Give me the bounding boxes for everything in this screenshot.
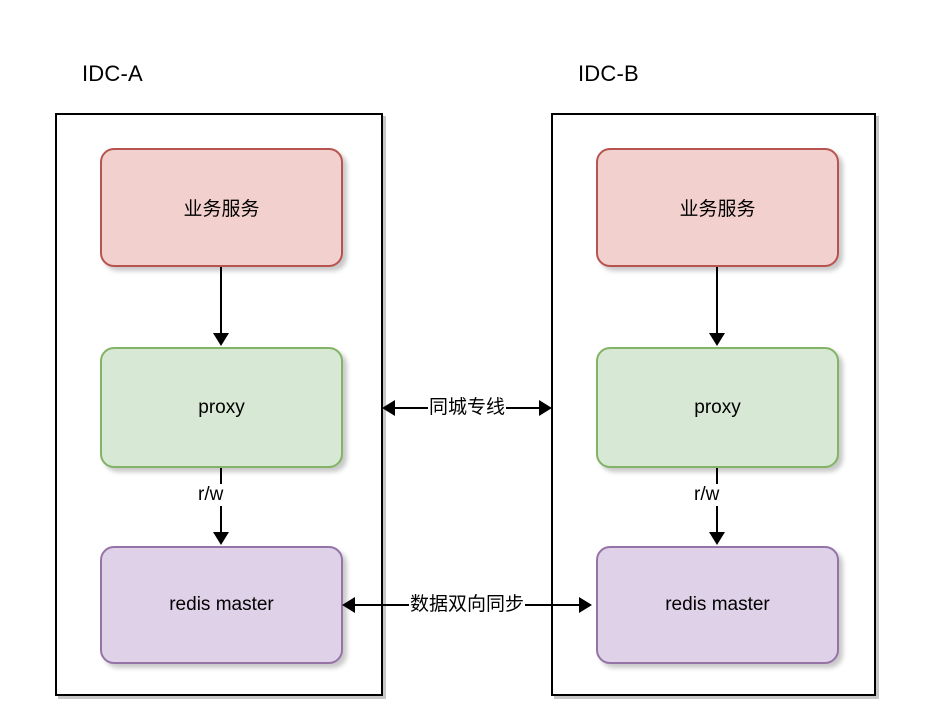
arrow-right-icon (539, 400, 553, 416)
link-segment (506, 407, 540, 409)
arrow-down-icon (709, 333, 725, 346)
link-segment (525, 604, 580, 606)
cross-link-dedicated-line-label: 同城专线 (428, 397, 507, 418)
cross-link-data-sync: 数据双向同步 (342, 594, 593, 615)
node-redis-master-b[interactable]: redis master (596, 546, 839, 664)
arrow-down-icon (213, 532, 229, 545)
arrow-down-icon (709, 532, 725, 545)
link-segment (355, 604, 409, 606)
link-segment (395, 407, 428, 409)
arrow-left-icon (382, 400, 395, 416)
node-service-a[interactable]: 业务服务 (100, 148, 343, 267)
node-redis-master-a[interactable]: redis master (100, 546, 343, 664)
edge-label-rw-b: r/w (690, 484, 724, 506)
arrow-right-icon (579, 597, 593, 613)
datacenter-b-title: IDC-B (578, 61, 639, 86)
node-proxy-b[interactable]: proxy (596, 347, 839, 468)
node-proxy-a[interactable]: proxy (100, 347, 343, 468)
edge-label-rw-a: r/w (194, 484, 228, 506)
connector-service-to-proxy-a (220, 267, 222, 335)
connector-service-to-proxy-b (716, 267, 718, 335)
cross-link-dedicated-line: 同城专线 (382, 397, 553, 418)
arrow-left-icon (342, 597, 355, 613)
datacenter-a-title: IDC-A (82, 61, 143, 86)
cross-link-data-sync-label: 数据双向同步 (409, 594, 526, 615)
arrow-down-icon (213, 333, 229, 346)
node-service-b[interactable]: 业务服务 (596, 148, 839, 267)
